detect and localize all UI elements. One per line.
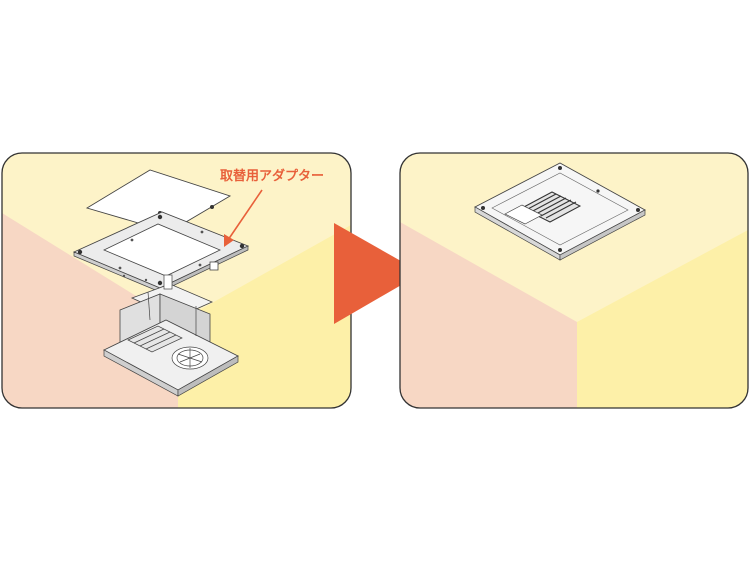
callout-leader-line [227,189,263,241]
ventilation-fan-unit [103,274,239,397]
indicator-slot [504,204,543,225]
panel-after [399,152,749,409]
replacement-adapter [72,211,250,293]
callout-arrowhead [224,234,234,247]
adapter-callout: 取替用アダプター [220,168,324,247]
wall-left [400,222,577,408]
motor-grille [127,325,183,353]
fan-blower [171,346,209,370]
wall-right [577,230,748,408]
progression-arrow-icon [334,223,422,324]
adapter-callout-label: 取替用アダプター [220,168,324,184]
installed-fan-panel [474,162,646,261]
panel-border [399,152,749,409]
panel-before: 取替用アダプター [1,152,352,409]
